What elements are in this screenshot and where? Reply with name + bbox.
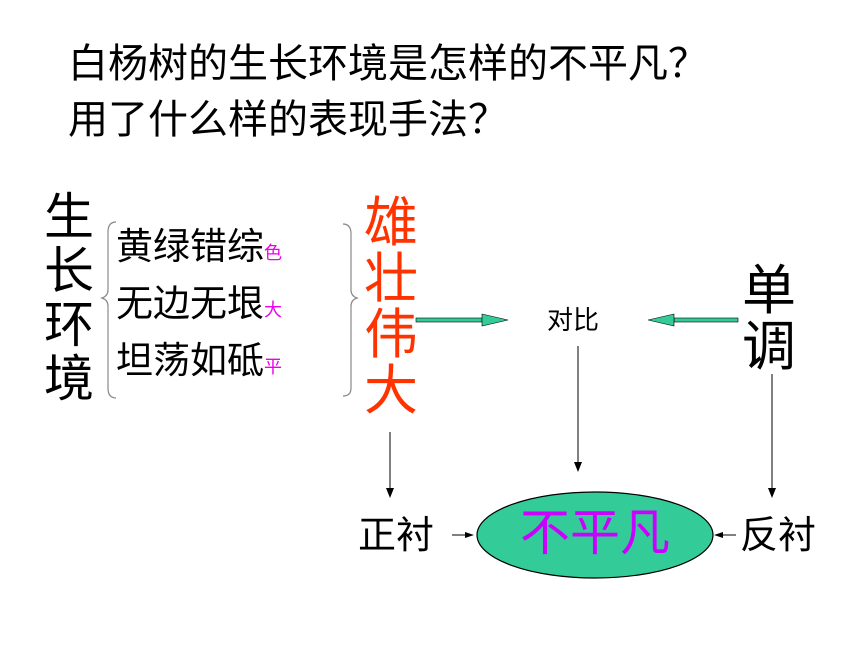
description-tag: 平 — [264, 357, 282, 378]
question-line-1: 白杨树的生长环境是怎样的不平凡？ — [68, 41, 708, 87]
environment-label: 生 长 环 境 — [44, 192, 94, 404]
arrow-grand-to-contrast — [415, 313, 509, 327]
extraordinary-text: 不平凡 — [520, 504, 670, 562]
extraordinary-ellipse — [476, 491, 714, 579]
monotone-char: 单 — [742, 259, 796, 322]
description-tag: 大 — [264, 300, 282, 321]
monotone-label: 单 调 — [742, 264, 796, 374]
description-text: 坦荡如砥 — [116, 339, 264, 382]
environment-char: 环 — [44, 296, 94, 354]
description-2: 无边无垠大 — [116, 285, 282, 322]
monotone-char: 调 — [742, 315, 796, 378]
description-3: 坦荡如砥平 — [116, 342, 282, 379]
grand-char: 壮 — [364, 247, 418, 310]
grand-char: 大 — [364, 359, 418, 422]
grand-char: 雄 — [364, 191, 418, 254]
right-brace — [342, 223, 359, 397]
description-text: 黄绿错综 — [116, 225, 264, 268]
environment-char: 长 — [44, 242, 94, 300]
description-tag: 色 — [264, 243, 282, 264]
negative-foil-label: 反衬 — [740, 513, 817, 557]
grand-label: 雄 壮 伟 大 — [364, 196, 418, 418]
environment-char: 境 — [44, 350, 94, 408]
description-text: 无边无垠 — [116, 282, 264, 325]
question-line-2: 用了什么样的表现手法？ — [68, 97, 508, 143]
positive-foil-label: 正衬 — [358, 513, 435, 557]
description-1: 黄绿错综色 — [116, 228, 282, 265]
environment-char: 生 — [44, 188, 94, 246]
contrast-label: 对比 — [547, 306, 600, 336]
arrow-monotone-to-contrast — [647, 313, 739, 327]
grand-char: 伟 — [364, 303, 418, 366]
left-brace — [100, 221, 117, 399]
